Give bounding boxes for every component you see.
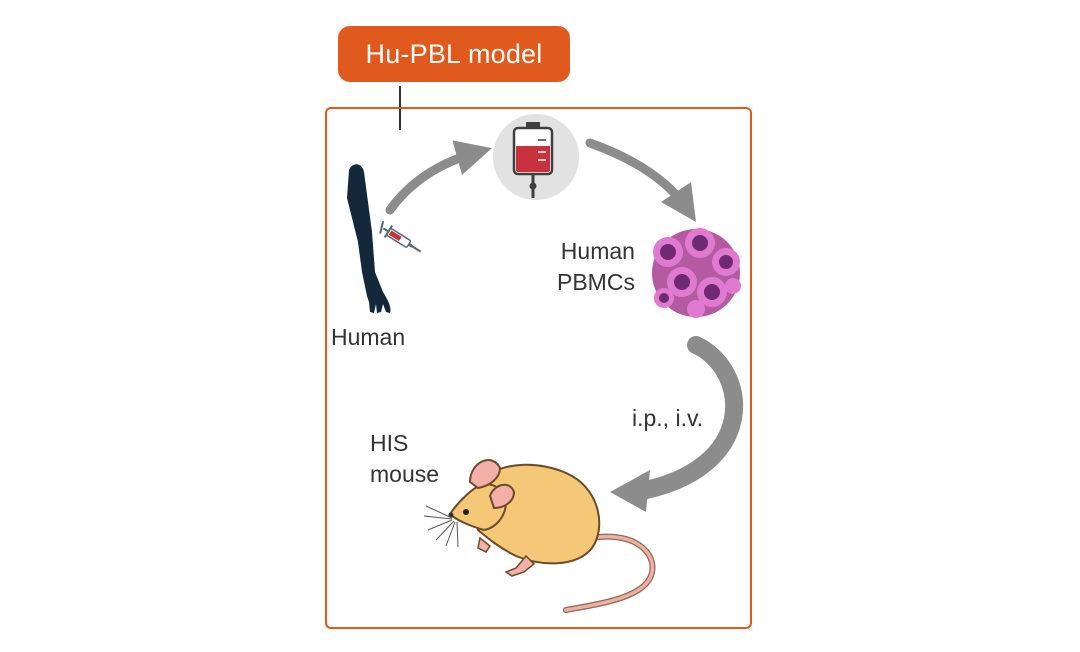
arm-icon [347,164,391,313]
pbmcs-label-line1: Human [560,238,635,264]
model-title-badge: Hu-PBL model [338,26,570,82]
cells-icon [652,228,741,318]
arrow-pbmcs-to-mouse [627,336,744,501]
diagram-frame [325,107,752,629]
his-mouse-label: HIS mouse [370,428,439,490]
his-mouse-label-line2: mouse [370,461,440,487]
arrow-pbmcs-to-mouse-head [610,470,650,512]
his-mouse-label-line1: HIS [370,430,409,456]
syringe-icon [379,220,422,253]
arrow-arm-to-bag [385,140,492,215]
blood-bag-icon [493,114,579,200]
route-label: i.p., i.v. [632,405,704,431]
mouse-icon [423,459,656,613]
pbmcs-label: Human PBMCs [557,236,635,298]
arrow-bag-to-pbmcs [585,138,696,222]
pbmcs-label-line2: PBMCs [557,269,635,295]
human-label: Human [331,324,406,350]
